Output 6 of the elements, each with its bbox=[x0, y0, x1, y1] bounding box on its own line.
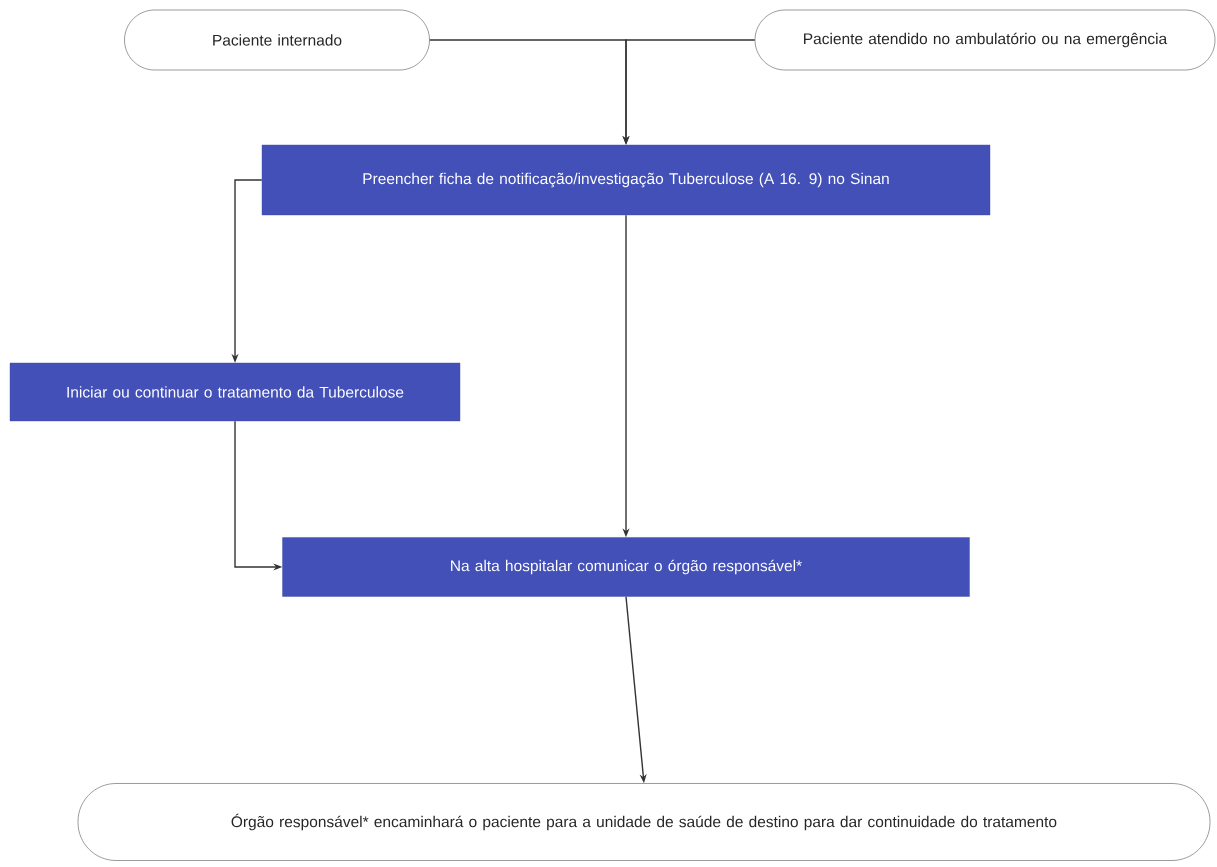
process-box: Preencher ficha de notificação/investigação Tuberculose (A 16. 9) no Sinan bbox=[261, 144, 991, 216]
terminal-box: Órgão responsável* encaminhará o paciente para a unidade de saúde de destino para dar continuidade do tratamento bbox=[77, 783, 1211, 861]
process-box: Na alta hospitalar comunicar o órgão responsável* bbox=[282, 537, 970, 597]
process-box: Iniciar ou continuar o tratamento da Tuberculose bbox=[9, 362, 461, 422]
terminal-box: Paciente atendido no ambulatório ou na emergência bbox=[754, 9, 1216, 71]
terminal-box: Paciente internado bbox=[124, 9, 430, 71]
